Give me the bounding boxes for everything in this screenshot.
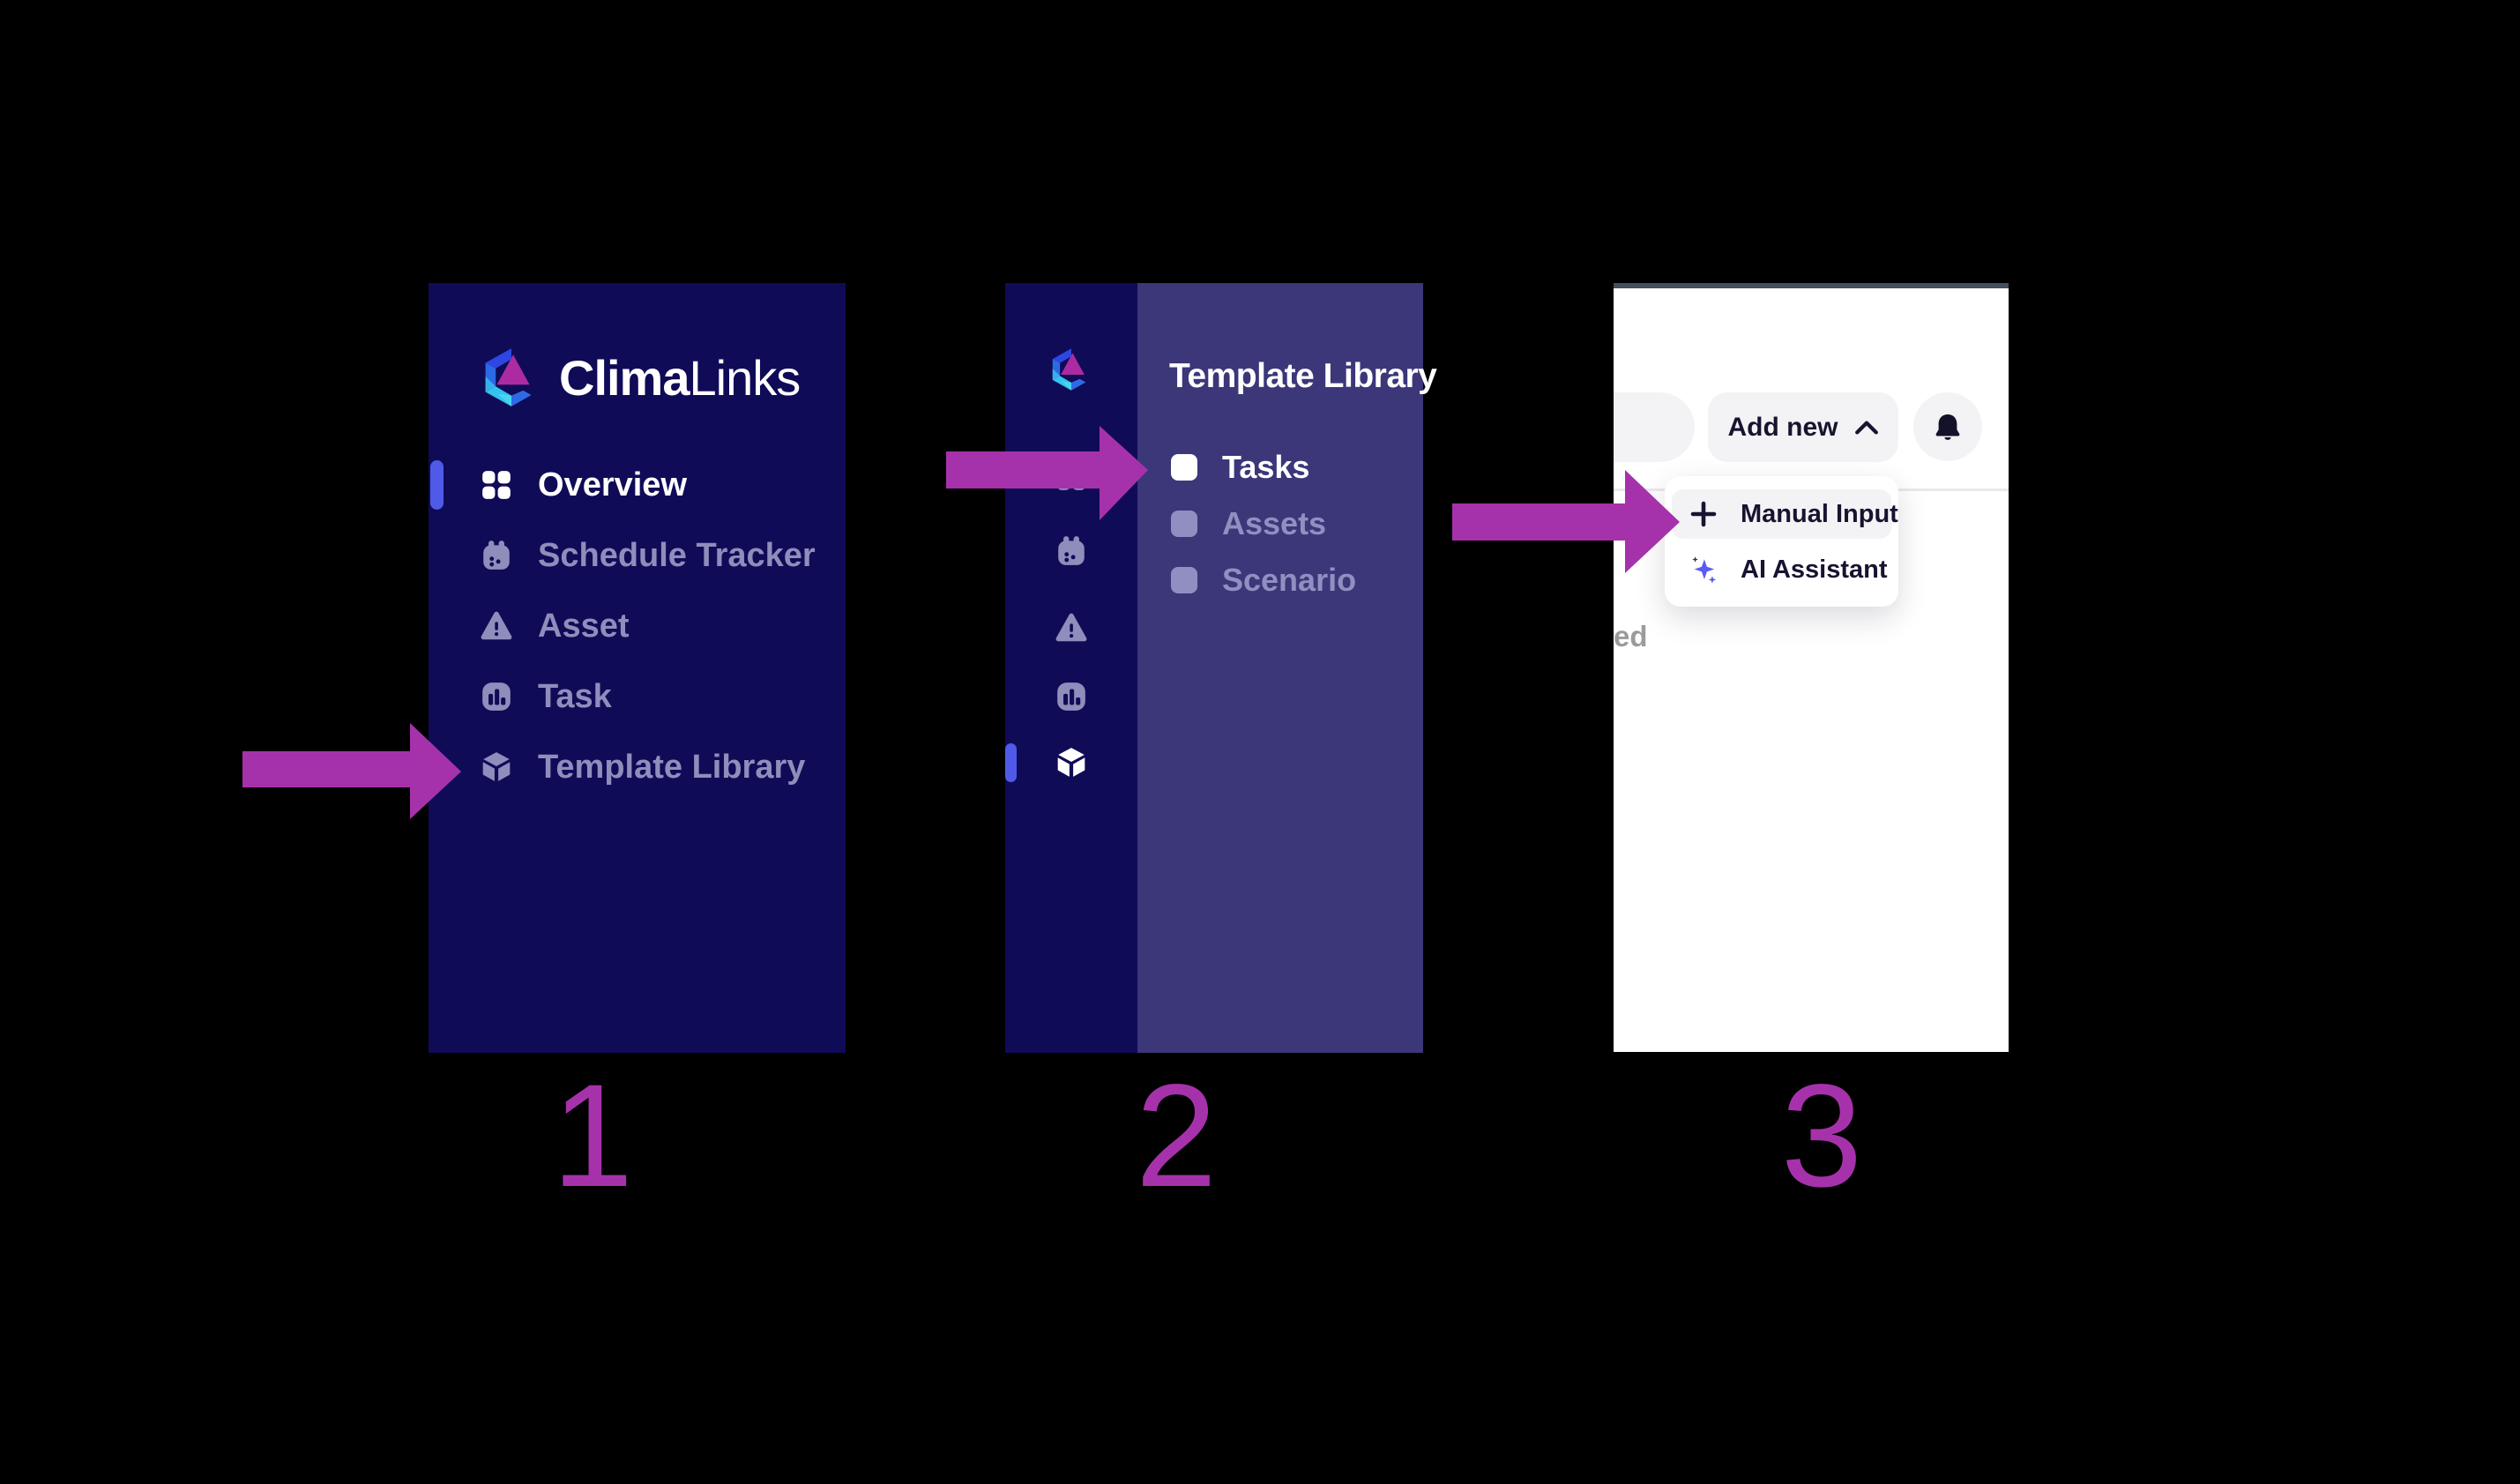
- add-new-button[interactable]: Add new: [1708, 392, 1898, 462]
- brand-wordmark: ClimaLinks: [559, 349, 801, 406]
- sidebar-item-task[interactable]: Task: [429, 661, 846, 732]
- chevron-up-icon: [1854, 420, 1878, 435]
- step2-template-library-submenu: Template Library Tasks Assets Scenario: [1137, 283, 1437, 1053]
- square-bullet-icon: [1171, 454, 1197, 481]
- sidebar-item-label: Overview: [538, 466, 687, 503]
- step2-arrow-icon: [946, 424, 1151, 523]
- step1-sidebar-panel: ClimaLinks Overview Schedule Tracker: [429, 283, 846, 1053]
- submenu-item-label: Assets: [1222, 505, 1327, 541]
- submenu-item-scenario[interactable]: Scenario: [1137, 552, 1423, 608]
- sidebar-menu: Overview Schedule Tracker Asset Task: [429, 450, 846, 802]
- dropdown-item-label: AI Assistant: [1741, 555, 1888, 584]
- add-new-label: Add new: [1727, 412, 1838, 442]
- calendar-icon[interactable]: [1055, 534, 1088, 568]
- submenu-list: Tasks Assets Scenario: [1137, 439, 1423, 608]
- sidebar-item-overview[interactable]: Overview: [429, 450, 846, 520]
- add-new-dropdown: Manual Input AI Assistant: [1665, 476, 1898, 607]
- bell-icon: [1935, 414, 1960, 440]
- step-number-1: 1: [551, 1055, 634, 1218]
- sparkles-icon: [1686, 552, 1721, 587]
- step3-arrow-icon: [1452, 468, 1681, 576]
- cube-icon: [480, 750, 513, 784]
- search-pill-partial[interactable]: [1614, 392, 1695, 462]
- submenu-title: Template Library: [1169, 357, 1437, 395]
- step3-header-panel: Add new Manual Input: [1614, 283, 2009, 1052]
- calendar-icon: [480, 539, 513, 572]
- step-number-2: 2: [1135, 1055, 1218, 1218]
- sidebar-item-label: Task: [538, 677, 612, 715]
- step1-arrow-icon: [242, 721, 463, 822]
- warning-triangle-icon[interactable]: [1055, 611, 1088, 645]
- square-bullet-icon: [1171, 511, 1197, 537]
- active-item-indicator: [1005, 743, 1017, 782]
- submenu-item-label: Scenario: [1222, 562, 1357, 598]
- square-bullet-icon: [1171, 567, 1197, 593]
- sidebar-item-template-library[interactable]: Template Library: [429, 732, 846, 802]
- grid-icon: [480, 468, 513, 502]
- dropdown-item-manual-input[interactable]: Manual Input: [1672, 489, 1898, 539]
- submenu-item-tasks[interactable]: Tasks: [1137, 439, 1423, 496]
- climalinks-logo-icon: [1052, 348, 1086, 391]
- window-top-edge: [1614, 283, 2009, 288]
- notifications-button[interactable]: [1913, 392, 1982, 461]
- brand-name-bold: Clima: [559, 349, 690, 406]
- bar-chart-icon[interactable]: [1055, 680, 1088, 713]
- active-item-indicator: [430, 460, 444, 510]
- sidebar-item-label: Schedule Tracker: [538, 536, 816, 574]
- brand-logo: ClimaLinks: [480, 348, 801, 406]
- sidebar-item-label: Template Library: [538, 748, 806, 786]
- step2-collapsed-rail: [1005, 283, 1137, 1053]
- dropdown-item-ai-assistant[interactable]: AI Assistant: [1672, 545, 1891, 594]
- truncated-text: ed: [1614, 620, 1648, 653]
- sidebar-item-label: Asset: [538, 607, 630, 645]
- submenu-item-assets[interactable]: Assets: [1137, 496, 1423, 552]
- sidebar-item-asset[interactable]: Asset: [429, 591, 846, 661]
- brand-name-light: Links: [689, 349, 801, 406]
- warning-triangle-icon: [480, 609, 513, 643]
- dropdown-item-label: Manual Input: [1741, 499, 1898, 528]
- step-number-3: 3: [1780, 1055, 1863, 1218]
- plus-icon: [1686, 496, 1721, 532]
- bar-chart-icon: [480, 680, 513, 713]
- submenu-item-label: Tasks: [1222, 449, 1310, 485]
- sidebar-item-schedule-tracker[interactable]: Schedule Tracker: [429, 520, 846, 591]
- cube-icon[interactable]: [1055, 746, 1088, 779]
- climalinks-logo-icon: [485, 348, 532, 406]
